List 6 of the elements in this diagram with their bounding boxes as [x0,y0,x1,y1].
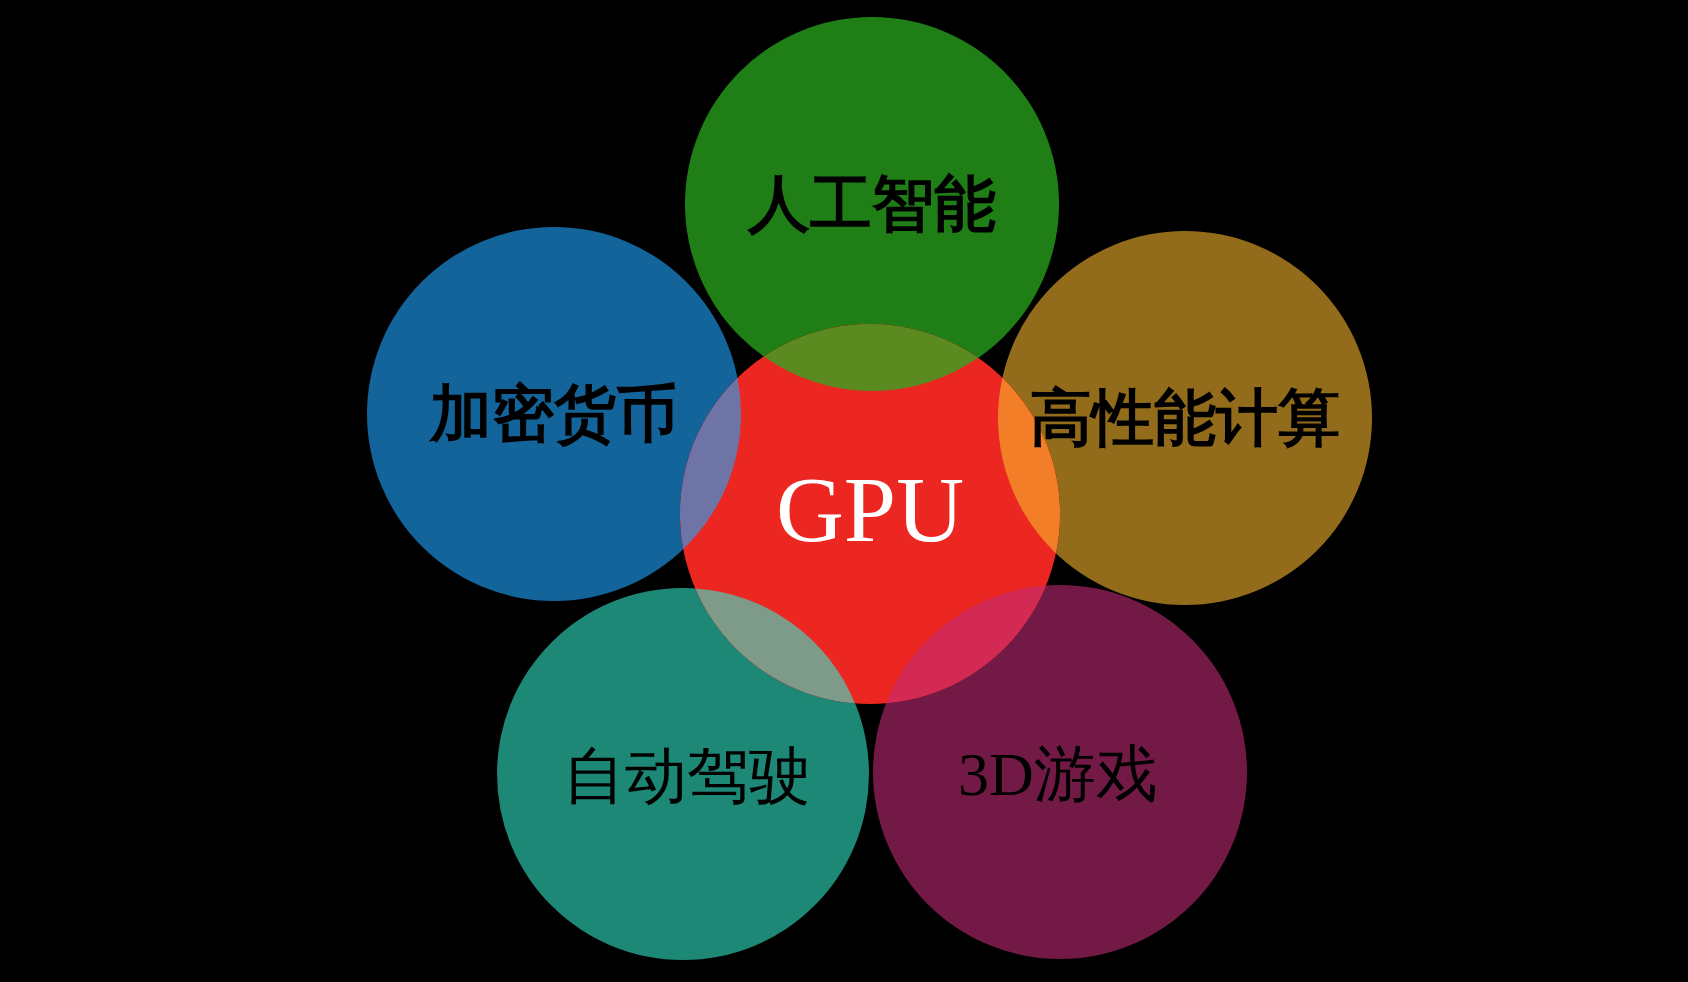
circle-label: GPU [776,458,964,562]
circle-label: 3D游戏 [958,739,1158,809]
circle-label: 高性能计算 [1030,383,1340,453]
circle-label: 人工智能 [748,169,996,239]
circle-label: 自动驾驶 [563,741,811,811]
circle-label: 加密货币 [430,379,678,449]
